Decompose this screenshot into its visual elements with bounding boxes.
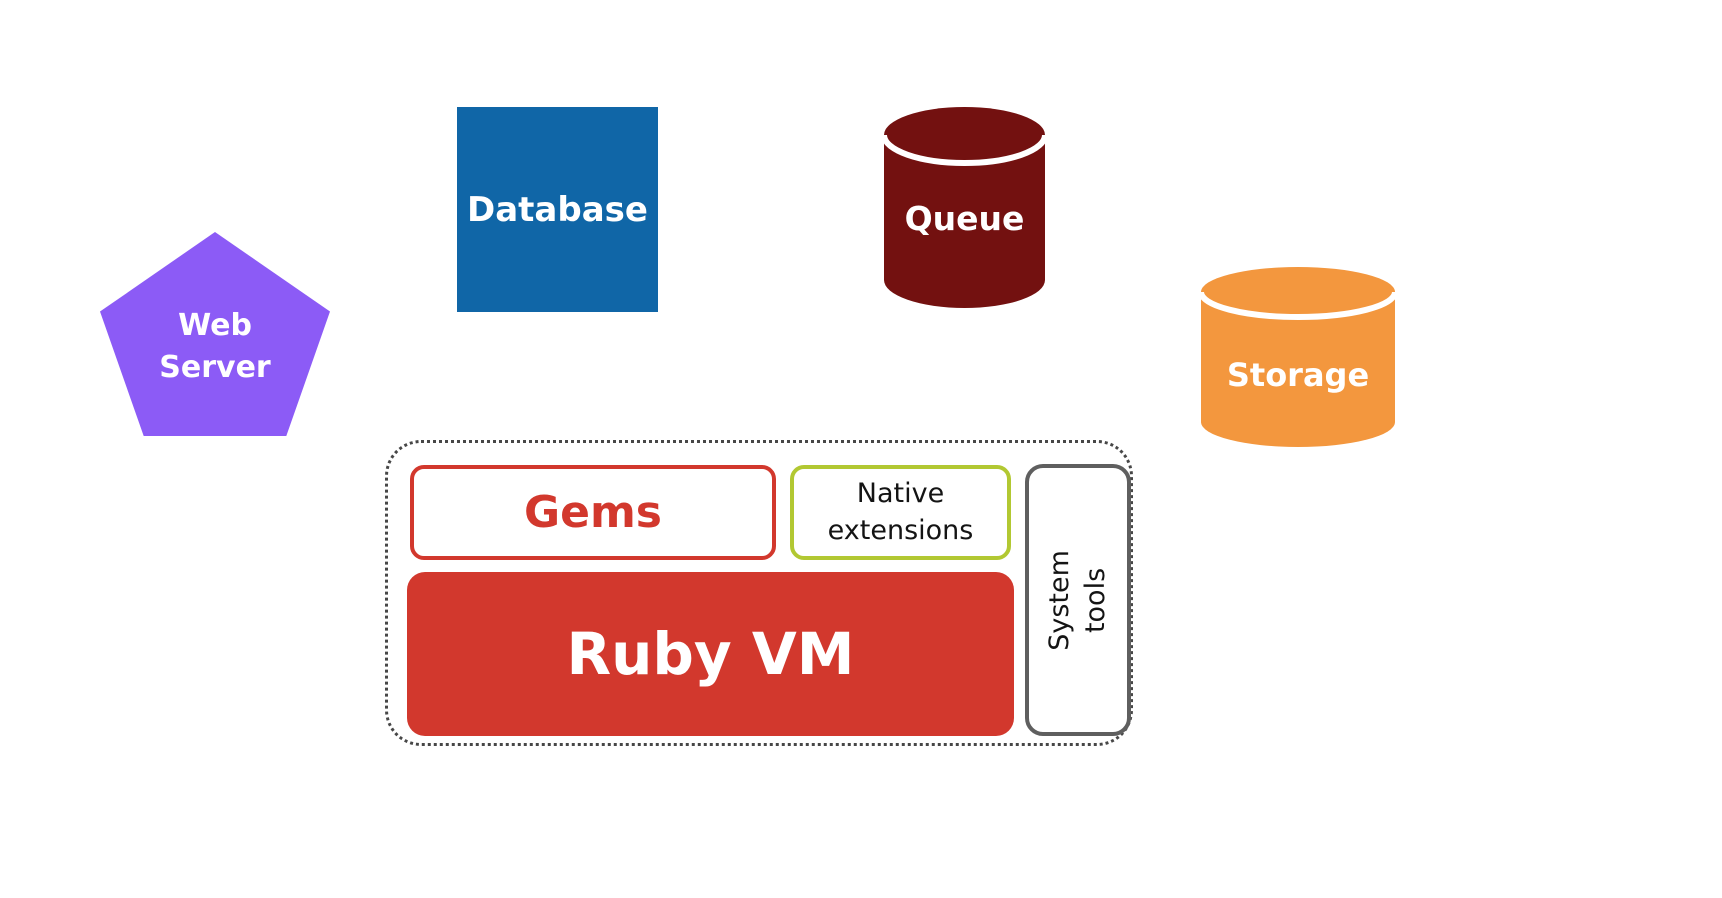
queue-cylinder-shape	[883, 107, 1046, 308]
system-tools-node: System tools	[1025, 464, 1131, 736]
storage-cap-highlight	[1200, 291, 1396, 320]
queue-cap-highlight	[883, 134, 1046, 166]
native-extensions-node: Native extensions	[790, 465, 1011, 560]
ruby-vm-node: Ruby VM	[407, 572, 1014, 736]
storage-label: Storage	[1226, 355, 1370, 394]
queue-node: Queue	[883, 105, 1046, 310]
native-extensions-label: Native extensions	[827, 478, 974, 546]
storage-node: Storage	[1200, 265, 1396, 450]
system-tools-label: System tools	[1043, 549, 1111, 651]
database-node: Database	[457, 107, 658, 312]
storage-cylinder-shape	[1200, 267, 1396, 447]
gems-label: Gems	[524, 487, 662, 538]
ruby-vm-label: Ruby VM	[566, 620, 855, 688]
gems-node: Gems	[410, 465, 776, 560]
ruby-runtime-group: Gems Native extensions Ruby VM System to…	[385, 440, 1133, 746]
database-label: Database	[467, 189, 648, 230]
web-server-node: Web Server	[100, 232, 330, 436]
web-server-label: Web Server	[159, 308, 271, 385]
queue-label: Queue	[904, 199, 1025, 238]
